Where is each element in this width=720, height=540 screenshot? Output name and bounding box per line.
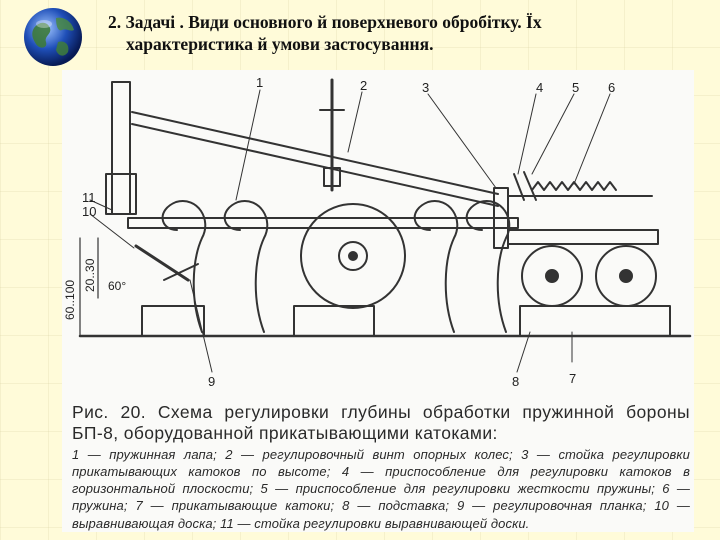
harrow-technical-drawing: 1 2 3 4 5 6 7 8 9 10 11 60..100 20..30 6… (63, 75, 692, 389)
horizontal-adjuster-4 (513, 173, 525, 201)
post-11 (111, 81, 131, 215)
slide-title-line2: характеристика й умови застосування. (126, 33, 434, 54)
stand-8a (141, 305, 205, 337)
diagonal-beam (131, 111, 499, 195)
caption-heading: Рис. 20. Схема регулировки глубины обраб… (72, 402, 690, 443)
roller-frame (507, 229, 659, 245)
main-frame (127, 217, 519, 229)
callout-8: 8 (512, 374, 519, 389)
figure-caption: Рис. 20. Схема регулировки глубины обраб… (72, 402, 690, 532)
depth-range-label: 60..100 (63, 280, 77, 320)
slide-title-line1: 2. Задачі . Види основного й поверхневог… (108, 12, 542, 32)
globe-icon (24, 8, 82, 66)
callout-9: 9 (208, 374, 215, 389)
callout-6: 6 (608, 80, 615, 95)
adjust-slat-9 (163, 263, 199, 281)
callout-1: 1 (256, 75, 263, 90)
callout-4: 4 (536, 80, 543, 95)
callout-3: 3 (422, 80, 429, 95)
spring-6 (531, 181, 617, 191)
callout-2: 2 (360, 78, 367, 93)
spring-tine-1d (465, 200, 511, 333)
callout-10: 10 (82, 204, 96, 219)
slide-title: 2. Задачі . Види основного й поверхневог… (108, 12, 698, 56)
figure-harrow-diagram: 1 2 3 4 5 6 7 8 9 10 11 60..100 20..30 6… (62, 70, 694, 532)
callout-5: 5 (572, 80, 579, 95)
support-wheel (300, 203, 406, 309)
leveling-board-10 (134, 244, 190, 282)
gap-range-label: 20..30 (83, 258, 97, 292)
post-bracket (105, 173, 137, 215)
spring-adjuster-5 (523, 171, 537, 201)
callout-11: 11 (82, 190, 96, 205)
spring-tine-1c (413, 200, 459, 333)
callout-7: 7 (569, 371, 576, 386)
diagonal-beam-lower (131, 123, 499, 207)
angle-label: 60° (108, 279, 126, 293)
spring-tine-1b (223, 200, 269, 333)
roller-height-post-3 (493, 187, 509, 249)
caption-legend: 1 — пружинная лапа; 2 — регулировочный в… (72, 447, 690, 531)
stand-8b (293, 305, 375, 337)
spring-tine-1a (161, 200, 207, 333)
stand-8c (519, 305, 671, 337)
